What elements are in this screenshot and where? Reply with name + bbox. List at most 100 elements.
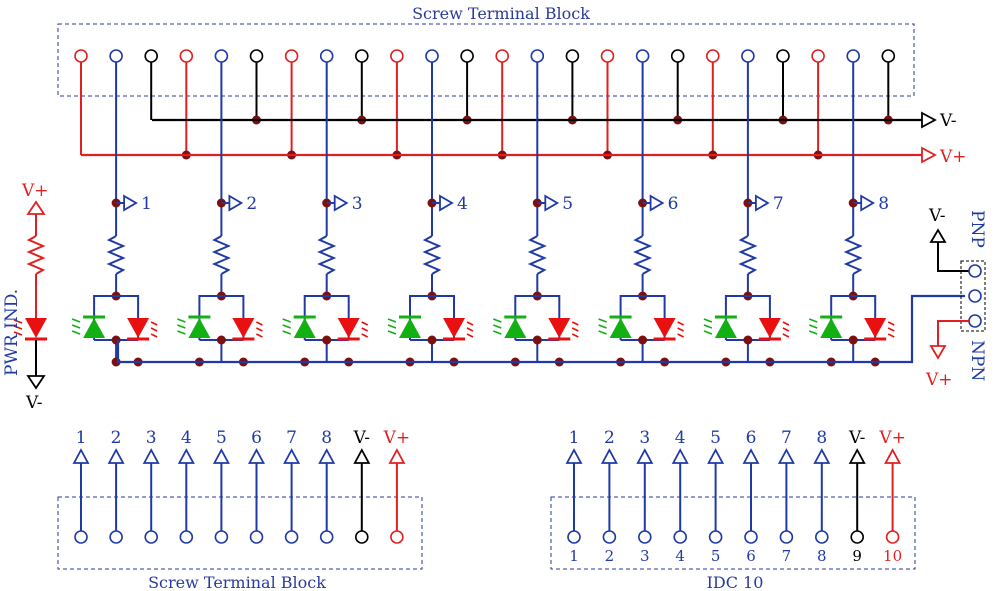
bottom-left-pin-5: 5 [212, 428, 230, 544]
bottom-left-pin-terminal [319, 530, 334, 544]
channel-7: 7 [703, 62, 790, 367]
bottom-left-pin-3: 3 [142, 428, 160, 544]
channel-output-arrow [544, 194, 560, 212]
idc-pin-arrow [742, 448, 760, 464]
top-terminal-14 [530, 49, 545, 63]
bottom-left-pin-label: 2 [111, 428, 122, 448]
channel-green-led [820, 318, 843, 338]
idc-pin-number: 3 [640, 547, 650, 565]
channel-3: 3 [282, 62, 369, 367]
channel-red-led [337, 318, 360, 338]
bottom-left-pin-terminal [109, 530, 123, 544]
idc-pin-label: 5 [710, 428, 721, 448]
pwr-led-rays [13, 319, 23, 336]
channel-red-led [443, 318, 465, 338]
top-terminal-23 [846, 49, 861, 63]
channel-green-led [188, 318, 211, 338]
jumper-box [960, 260, 986, 332]
jumper-vminus-wire [937, 242, 971, 272]
jumper-pin-1 [968, 264, 982, 278]
bottom-left-pin-label: V- [353, 428, 370, 448]
pwr-ind-label: PWR IND. [2, 289, 22, 376]
vplus-rail-label: V+ [939, 147, 967, 167]
bottom-left-pin-arrow [177, 448, 195, 464]
channel-output-arrow [123, 194, 138, 212]
top-terminal-16 [600, 49, 615, 63]
idc-pin-terminal [744, 530, 758, 544]
channel-green-led [714, 318, 737, 338]
bottom-left-pin-terminal [144, 530, 158, 544]
top-terminal-4 [179, 49, 194, 63]
channel-resistor [527, 235, 547, 275]
channel-output-arrow [860, 194, 875, 212]
common-bus [116, 294, 965, 364]
idc-pin-number: 2 [605, 547, 615, 565]
bottom-left-pin-terminal [179, 530, 194, 544]
top-terminal-block: Screw Terminal Block [57, 4, 915, 160]
idc-pin-terminal [637, 530, 652, 544]
channel-output-label: 3 [352, 194, 363, 214]
bottom-left-pin-arrow [388, 448, 406, 464]
jumper-vminus-label: V- [928, 206, 945, 226]
channel-8: 8 [808, 62, 895, 367]
idc-pin-label: 3 [639, 428, 650, 448]
channel-resistor [422, 235, 442, 275]
bottom-left-pin-1: 1 [72, 428, 90, 544]
channel-bottom-node [532, 335, 542, 345]
idc-pin-arrow [600, 448, 618, 464]
bottom-left-pin-label: 7 [286, 428, 297, 448]
bottom-left-pin-terminal [74, 530, 88, 544]
bottom-left-pin-label: 5 [216, 428, 227, 448]
channel-bottom-node [322, 335, 332, 345]
bottom-left-pin-9: V- [353, 428, 371, 544]
idc-pin-label: V- [848, 428, 865, 448]
channel-bottom-node [848, 335, 858, 345]
top-terminal-5 [214, 49, 229, 63]
top-terminal-7 [284, 49, 299, 63]
pwr-vminus-arrow [26, 375, 46, 390]
idc-pin-number: 6 [746, 547, 756, 565]
bottom-left-pin-4: 4 [177, 428, 195, 544]
channel-red-led-rays [571, 321, 579, 338]
bottom-left-pin-arrow [142, 448, 160, 464]
bottom-left-pin-arrow [212, 448, 230, 464]
bottom-left-pin-label: 8 [321, 428, 332, 448]
channel-green-led-rays [493, 318, 502, 335]
channel-resistor [106, 235, 126, 275]
idc-pin-terminal [708, 530, 723, 544]
channel-resistor [843, 235, 863, 275]
channel-bottom-node [638, 335, 648, 345]
idc-pin-10: V+10 [878, 428, 906, 565]
channel-output-label: 2 [246, 194, 257, 214]
bottom-left-pin-terminal [249, 530, 264, 544]
bottom-left-pin-arrow [353, 448, 371, 464]
channel-output-label: 4 [457, 194, 468, 214]
channel-green-led [609, 318, 632, 338]
idc-pin-label: 4 [675, 428, 686, 448]
idc-pin-terminal [673, 530, 688, 544]
channel-red-led-rays [150, 321, 158, 338]
pwr-led [25, 318, 47, 338]
top-terminal-24 [881, 49, 896, 63]
top-terminal-13 [495, 49, 510, 63]
idc-pin-label: 6 [746, 428, 757, 448]
channel-red-led [127, 318, 150, 338]
pwr-vplus-arrow [26, 200, 46, 215]
idc-title: IDC 10 [707, 573, 764, 591]
bottom-left-pin-label: 6 [251, 428, 262, 448]
channel-output-label: 1 [141, 194, 152, 214]
channel-resistor [211, 235, 231, 275]
channel-resistor [633, 235, 653, 275]
pwr-vplus-label: V+ [21, 181, 49, 201]
channel-output-arrow [649, 194, 665, 212]
channel-6: 6 [598, 62, 684, 367]
bottom-left-pin-arrow [72, 448, 90, 464]
channel-output-arrow [439, 194, 454, 212]
bottom-left-pin-8: 8 [318, 428, 336, 544]
idc-pin-terminal [814, 530, 829, 544]
top-terminal-11 [425, 49, 439, 63]
vplus-rail-arrow [921, 146, 937, 164]
channel-output-label: 6 [668, 194, 679, 214]
